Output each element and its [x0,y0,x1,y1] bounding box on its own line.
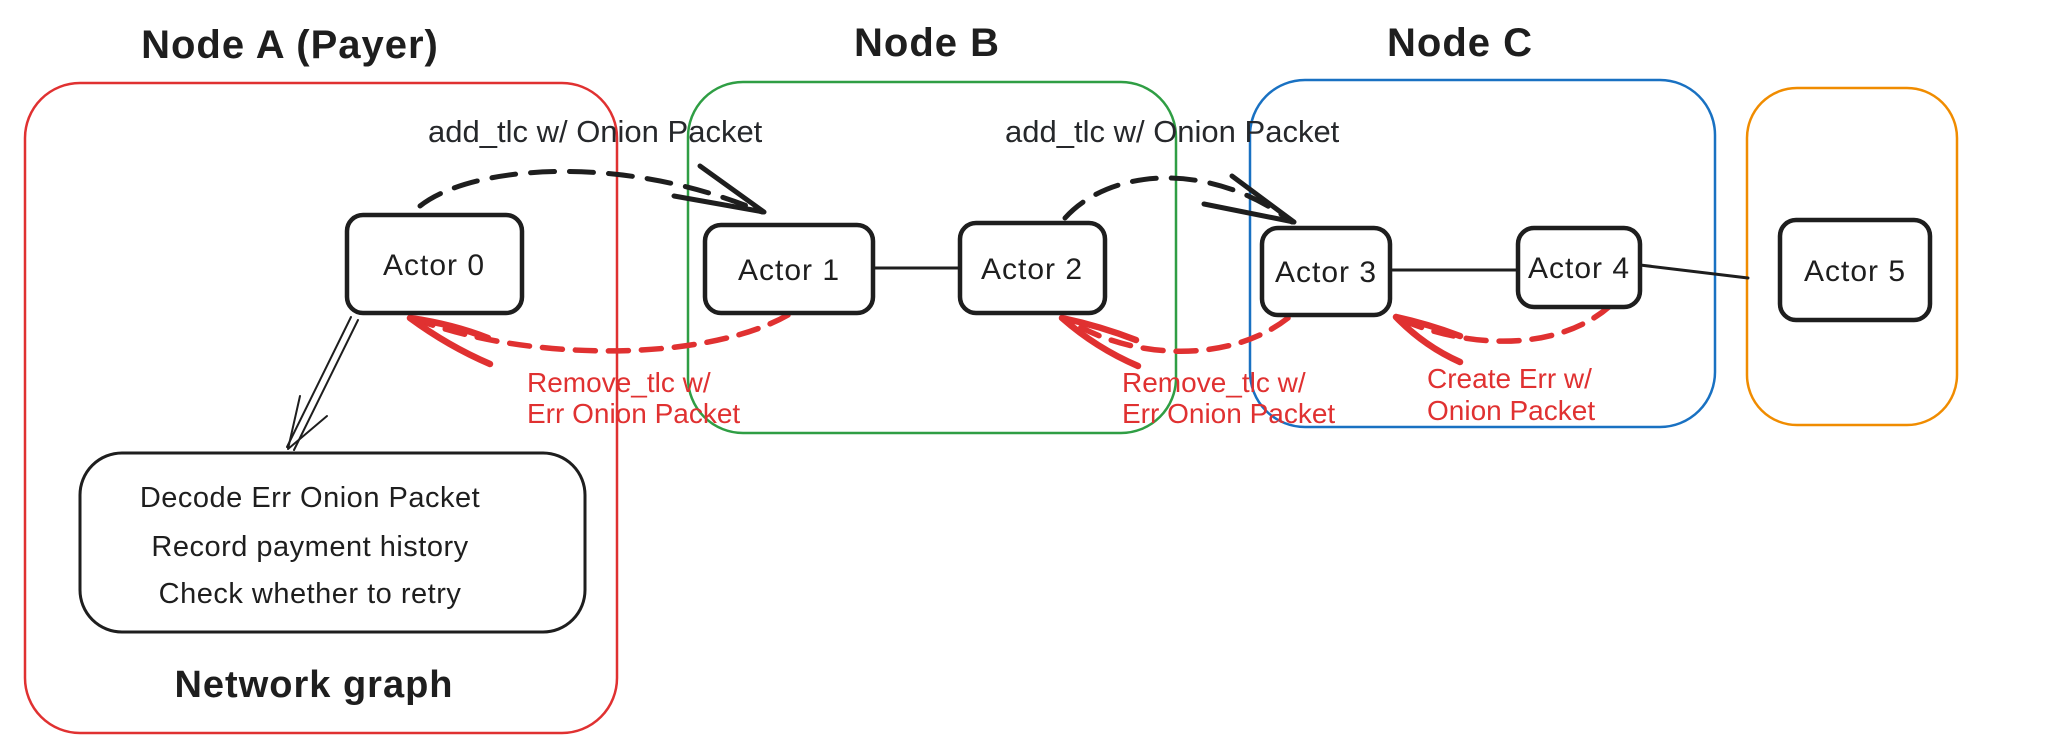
link-actor4-actor5 [1638,263,1750,280]
remove-tlc-label-1-line1: Remove_tlc w/ [527,367,711,398]
remove-tlc-arrowhead-2 [1058,314,1142,370]
actor-0-label: Actor 0 [383,249,485,282]
remove-tlc-arc-1 [415,312,791,354]
actor-1-box: Actor 1 [702,222,876,316]
create-err-label-line1: Create Err w/ [1427,363,1592,394]
create-err-arrowhead [1392,313,1464,366]
remove-tlc-label-2: Remove_tlc w/ Err Onion Packet [1122,367,1335,429]
add-tlc-label-2: add_tlc w/ Onion Packet [1005,114,1340,149]
actor-3-rect [1259,225,1393,318]
node-a-title: Node A (Payer) [141,23,439,67]
arrow-add-tlc-actor0-actor1 [417,163,767,215]
double-line-arrowhead [287,395,328,450]
remove-tlc-label-1: Remove_tlc w/ Err Onion Packet [527,367,740,429]
node-d-container [1745,86,1959,427]
actor-4-box: Actor 4 [1515,225,1643,310]
process-box: Decode Err Onion Packet Record payment h… [78,451,587,634]
actor-5-box: Actor 5 [1777,217,1933,323]
remove-tlc-label-2-line2: Err Onion Packet [1122,398,1335,429]
process-box-rect [78,451,587,634]
actor-0-box: Actor 0 [344,212,525,316]
node-b-container [686,80,1178,435]
node-c-title: Node C [1387,21,1533,65]
actor-5-rect [1777,217,1933,323]
double-line-shaft [286,316,359,451]
actor-2-label: Actor 2 [981,253,1083,286]
actor-1-label: Actor 1 [738,254,840,287]
add-tlc-label-1: add_tlc w/ Onion Packet [428,114,763,149]
network-graph-caption: Network graph [174,664,453,706]
remove-tlc-arrowhead-1 [406,314,494,368]
node-b-title: Node B [854,21,1000,65]
remove-tlc-label-1-line2: Err Onion Packet [527,398,740,429]
actor-5-label: Actor 5 [1804,255,1906,288]
create-err-label-line2: Onion Packet [1427,395,1595,426]
actor-0-rect [344,212,525,316]
create-err-label: Create Err w/ Onion Packet [1427,363,1595,426]
actor-3-label: Actor 3 [1275,256,1377,289]
node-a-container [23,81,619,735]
arrow-add-tlc-actor2-actor3 [1062,173,1297,225]
remove-tlc-label-2-line1: Remove_tlc w/ [1122,367,1306,398]
arrow-remove-tlc-actor3-actor2 [1058,314,1291,370]
arrow-create-err-actor4-actor3 [1392,303,1613,366]
remove-tlc-arc-2 [1065,315,1291,354]
create-err-arc [1399,303,1613,344]
process-box-line3: Check whether to retry [159,578,462,610]
arrow-remove-tlc-actor1-actor0 [406,312,791,368]
process-box-line1: Decode Err Onion Packet [140,482,480,514]
add-tlc-arc-2 [1062,175,1295,225]
actor-4-label: Actor 4 [1528,252,1630,285]
add-tlc-arrowhead-1 [671,163,767,215]
actor-1-rect [702,222,876,316]
node-c-container [1248,78,1717,429]
add-tlc-arrowhead-2 [1201,173,1297,225]
actor-3-box: Actor 3 [1259,225,1393,318]
actor-2-rect [957,220,1108,316]
arrow-actor0-to-process-box [286,316,359,451]
process-box-line2: Record payment history [151,531,468,563]
actor-2-box: Actor 2 [957,220,1108,316]
add-tlc-arc-1 [417,169,765,215]
actor-4-rect [1515,225,1643,310]
